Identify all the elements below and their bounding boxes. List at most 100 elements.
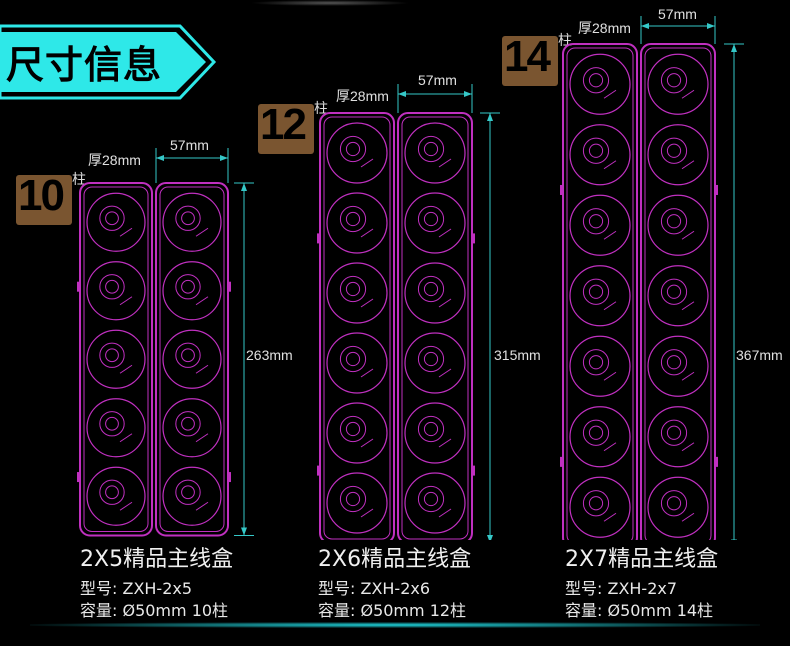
box-column-inner [83, 186, 149, 532]
spool-center [105, 348, 119, 363]
top-shadow [250, 0, 410, 6]
spool-slot [404, 262, 466, 324]
hinge [77, 472, 80, 483]
spool-center [181, 211, 195, 226]
spool-hub [582, 137, 610, 164]
spool-hub [339, 415, 367, 443]
spool-slot [647, 476, 709, 538]
spool-hub [417, 485, 445, 513]
spool-hub [417, 275, 445, 303]
spool-notch [681, 89, 695, 99]
width-label: 57mm [418, 72, 457, 88]
column-count-badge: 12 柱 [258, 100, 328, 154]
spool-center [588, 73, 604, 88]
spool-notch [603, 160, 617, 170]
spool-slot [162, 329, 222, 389]
spool-notch [681, 301, 695, 311]
spool-slot [404, 192, 466, 254]
spool-hub [339, 345, 367, 373]
spool-center [345, 281, 361, 297]
spool-slot [162, 261, 222, 321]
spool-slot [404, 332, 466, 394]
spool-slot [162, 466, 222, 526]
hinge [228, 281, 231, 292]
spool-notch [119, 296, 133, 306]
hinge [317, 233, 320, 244]
thickness-label: 厚28mm [336, 88, 389, 104]
spool-hub [339, 275, 367, 303]
spool-center [105, 279, 119, 294]
spool-slot [569, 124, 631, 186]
product-model: 型号: ZXH-2x7 [565, 579, 678, 598]
spool-center [423, 141, 439, 157]
box-column [397, 112, 473, 540]
spool-center [181, 279, 195, 294]
spool-center [345, 421, 361, 437]
spool-hub [417, 205, 445, 233]
spool-notch [438, 158, 452, 168]
spool-slot [569, 406, 631, 468]
spool-hub [339, 135, 367, 163]
box-drawing [317, 84, 500, 540]
spool-notch [603, 89, 617, 99]
spool-hub [99, 274, 125, 300]
spool-slot [569, 476, 631, 538]
spool-center [666, 214, 682, 229]
spool-center [666, 284, 682, 299]
arrow-head [241, 527, 247, 536]
spool-center [588, 143, 604, 158]
width-label: 57mm [170, 137, 209, 153]
thickness-label: 厚28mm [578, 20, 631, 36]
spool-center [666, 143, 682, 158]
spool-center [105, 416, 119, 431]
spool-notch [681, 371, 695, 381]
badge-unit: 柱 [314, 100, 328, 116]
spool-center [181, 485, 195, 500]
arrow-head [398, 91, 406, 97]
spool-center [181, 416, 195, 431]
spool-center [423, 351, 439, 367]
box-column-inner [401, 116, 469, 540]
spool-slot [647, 265, 709, 327]
spool-slot [569, 335, 631, 397]
spool-center [345, 211, 361, 227]
spool-notch [681, 512, 695, 522]
hinge [715, 184, 718, 195]
spool-center [105, 211, 119, 226]
spool-hub [582, 419, 610, 446]
spool-notch [119, 227, 133, 237]
spool-slot [86, 261, 146, 321]
spool-hub [582, 208, 610, 235]
spool-center [588, 214, 604, 229]
badge-unit: 柱 [72, 171, 86, 187]
spool-notch [603, 371, 617, 381]
spool-notch [195, 433, 209, 443]
hinge [715, 456, 718, 467]
spool-notch [438, 438, 452, 448]
arrow-head [220, 155, 228, 161]
spool-slot [647, 124, 709, 186]
spool-notch [195, 364, 209, 374]
arrow-head [731, 539, 737, 540]
spool-slot [162, 398, 222, 458]
hinge [317, 465, 320, 476]
spool-center [423, 211, 439, 227]
badge-number: 14 [504, 32, 551, 81]
spool-hub [582, 278, 610, 305]
spool-notch [603, 512, 617, 522]
spool-slot [86, 398, 146, 458]
spool-notch [360, 438, 374, 448]
column-count-badge: 14 柱 [502, 32, 572, 86]
spool-hub [417, 345, 445, 373]
spool-slot [86, 466, 146, 526]
spool-hub [417, 415, 445, 443]
spool-center [666, 425, 682, 440]
spool-hub [175, 205, 201, 231]
spool-hub [582, 67, 610, 94]
spool-hub [660, 208, 688, 235]
spool-slot [326, 402, 388, 464]
column-count-badge: 10 柱 [16, 171, 86, 225]
spool-notch [360, 368, 374, 378]
bottom-glow-line [30, 622, 760, 628]
